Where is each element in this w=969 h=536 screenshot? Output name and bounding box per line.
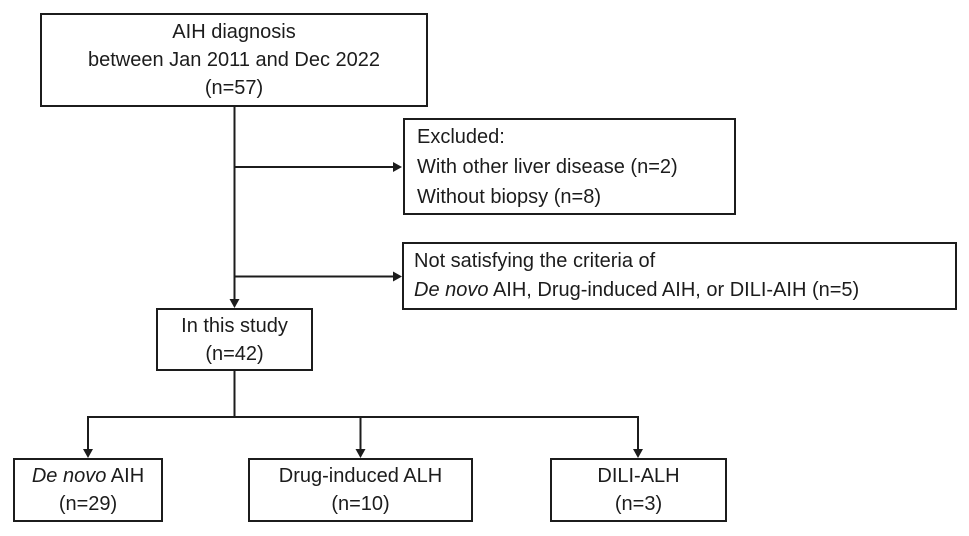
de-novo-line-1: De novo AIH [32, 462, 144, 490]
excluded-line-2: With other liver disease (n=2) [417, 155, 678, 178]
study-line-2: (n=42) [205, 342, 264, 365]
dili-box: DILI-ALH (n=3) [550, 458, 727, 522]
arrowhead-dili [633, 449, 643, 458]
arrowhead-study [229, 299, 240, 308]
drug-induced-line-2: (n=10) [331, 493, 390, 515]
arrowhead-de-novo [83, 449, 93, 458]
study-box: In this study (n=42) [156, 308, 313, 371]
connector-distribution [87, 416, 639, 450]
criteria-line-2-italic: De novo [414, 279, 489, 301]
arrowhead-excluded [393, 162, 402, 172]
criteria-line-1: Not satisfying the criteria of [414, 250, 656, 272]
diagnosis-line-2: between Jan 2011 and Dec 2022 [87, 49, 381, 71]
criteria-box: Not satisfying the criteria of De novo A… [402, 242, 957, 310]
drug-induced-box: Drug-induced ALH (n=10) [248, 458, 473, 522]
diagnosis-box: AIH diagnosis between Jan 2011 and Dec 2… [40, 13, 428, 107]
diagnosis-line-1: AIH diagnosis [172, 21, 296, 43]
drug-induced-line-1: Drug-induced ALH [278, 465, 443, 487]
arrowhead-criteria [393, 271, 402, 282]
de-novo-line-1-rest: AIH [106, 465, 145, 487]
de-novo-line-1-italic: De novo [31, 465, 107, 487]
study-line-1: In this study [181, 314, 288, 337]
excluded-line-1: Excluded: [417, 125, 505, 148]
criteria-line-2: De novo AIH, Drug-induced AIH, or DILI-A… [414, 276, 859, 305]
arrowhead-drug-induced [355, 449, 366, 458]
diagnosis-line-3: (n=57) [204, 77, 264, 99]
dili-line-1: DILI-ALH [597, 465, 680, 487]
criteria-line-2-rest: AIH, Drug-induced AIH, or DILI-AIH (n=5) [488, 279, 860, 301]
de-novo-box: De novo AIH (n=29) [13, 458, 163, 522]
excluded-box: Excluded: With other liver disease (n=2)… [403, 118, 736, 215]
dili-line-2: (n=3) [614, 493, 663, 515]
excluded-line-3: Without biopsy (n=8) [417, 185, 601, 208]
de-novo-line-2: (n=29) [58, 493, 118, 515]
